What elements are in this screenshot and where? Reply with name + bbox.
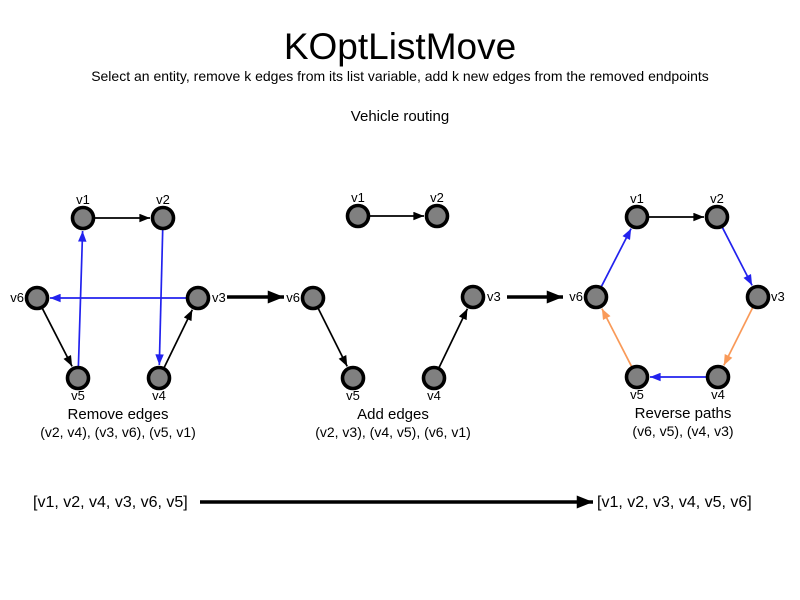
node-v4 — [705, 364, 731, 390]
graph-remove-edges: v1 v2 v6 v3 v5 v4 Remove edges (v2, v4),… — [10, 192, 225, 440]
node-label-v5: v5 — [346, 388, 360, 403]
node-v6 — [583, 284, 609, 310]
node-v6 — [300, 285, 326, 311]
edge-v5-v6 — [601, 308, 633, 367]
node-v4 — [421, 365, 447, 391]
caption-remove-edges: Remove edges — [68, 406, 169, 423]
node-label-v2: v2 — [156, 192, 170, 207]
node-label-v3: v3 — [212, 290, 226, 305]
node-label-v6: v6 — [569, 289, 583, 304]
node-v1 — [345, 203, 371, 229]
node-v1 — [624, 204, 650, 230]
node-v1 — [70, 205, 96, 231]
edge-v4-v3 — [163, 309, 194, 368]
caption-reverse-paths-list: (v6, v5), (v4, v3) — [632, 423, 733, 439]
result-row: [v1, v2, v4, v3, v6, v5] [v1, v2, v3, v4… — [33, 494, 752, 511]
page-title: KOptListMove — [284, 26, 516, 67]
node-label-v1: v1 — [630, 191, 644, 206]
edge-v2-v3 — [721, 227, 753, 286]
node-v5 — [624, 364, 650, 390]
node-v6 — [24, 285, 50, 311]
example-label: Vehicle routing — [351, 108, 449, 125]
list-before: [v1, v2, v4, v3, v6, v5] — [33, 494, 188, 511]
node-label-v4: v4 — [711, 387, 725, 402]
node-v2 — [150, 205, 176, 231]
node-label-v3: v3 — [771, 289, 785, 304]
node-v2 — [424, 203, 450, 229]
caption-add-edges: Add edges — [357, 406, 429, 423]
edge-v6-v1 — [600, 228, 632, 287]
caption-add-edges-list: (v2, v3), (v4, v5), (v6, v1) — [315, 424, 471, 440]
list-after: [v1, v2, v3, v4, v5, v6] — [597, 494, 752, 511]
node-v4 — [146, 365, 172, 391]
node-v5 — [340, 365, 366, 391]
node-label-v5: v5 — [630, 387, 644, 402]
edge-v6-v5 — [41, 308, 73, 367]
edge-v4-v3 — [438, 308, 469, 368]
node-v2 — [704, 204, 730, 230]
node-v5 — [65, 365, 91, 391]
node-v3 — [460, 284, 486, 310]
graph-add-edges: v1 v2 v6 v3 v5 v4 Add edges (v2, v3), (v… — [286, 190, 500, 440]
node-label-v2: v2 — [710, 191, 724, 206]
node-v3 — [185, 285, 211, 311]
node-label-v1: v1 — [76, 192, 90, 207]
node-label-v6: v6 — [10, 290, 24, 305]
node-v3 — [745, 284, 771, 310]
node-label-v4: v4 — [152, 388, 166, 403]
node-label-v3: v3 — [487, 289, 501, 304]
caption-reverse-paths: Reverse paths — [635, 405, 732, 422]
node-label-v5: v5 — [71, 388, 85, 403]
graph-reverse-paths: v1 v2 v6 v3 v5 v4 Reverse paths (v6, v5)… — [569, 191, 784, 439]
edge-v5-v1 — [77, 230, 87, 367]
node-label-v6: v6 — [286, 290, 300, 305]
caption-remove-edges-list: (v2, v4), (v3, v6), (v5, v1) — [40, 424, 196, 440]
edge-v3-v4 — [723, 307, 754, 366]
node-label-v2: v2 — [430, 190, 444, 205]
node-label-v4: v4 — [427, 388, 441, 403]
node-label-v1: v1 — [351, 190, 365, 205]
edge-v6-v5 — [317, 308, 348, 367]
page-subtitle: Select an entity, remove k edges from it… — [91, 68, 709, 84]
